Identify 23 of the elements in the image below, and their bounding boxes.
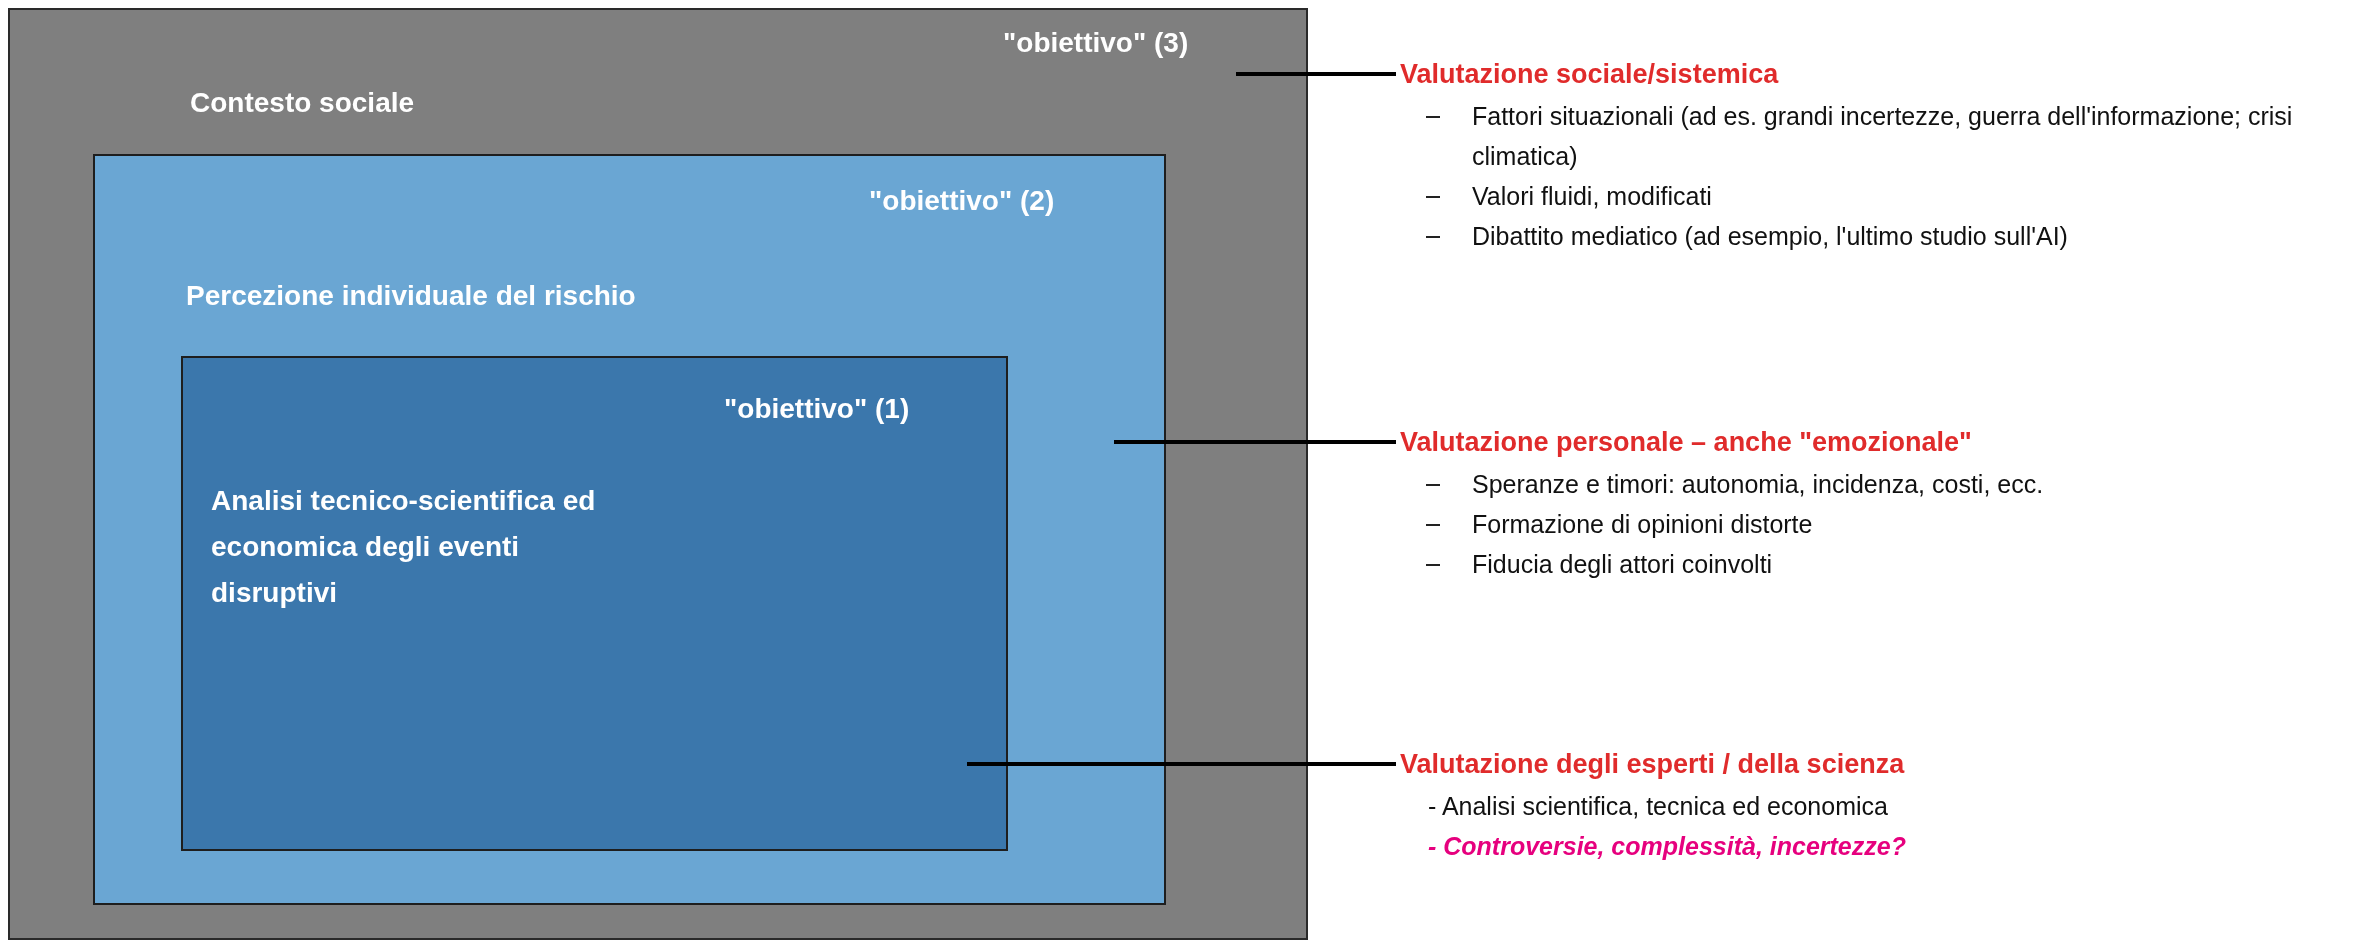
section-heading: Valutazione degli esperti / della scienza [1400, 748, 1906, 781]
list-item: Speranze e timori: autonomia, incidenza, costi, ecc. [1472, 469, 2045, 500]
list-item: - Controversie, complessità, incertezze? [1428, 831, 1907, 862]
list-item: - Analisi scientifica, tecnica ed economica [1428, 791, 1889, 822]
list-item: Fiducia degli attori coinvolti [1472, 549, 1774, 580]
box-title: Analisi tecnico-scientifica ed economica degli eventi disruptivi [211, 484, 597, 610]
box-title: Percezione individuale del rischio [186, 279, 636, 313]
list-item: Valori fluidi, modificati [1472, 181, 1713, 212]
connector-line [1236, 72, 1396, 76]
section-heading: Valutazione personale – anche "emozionale" [1400, 426, 1973, 459]
section-heading: Valutazione sociale/sistemica [1400, 58, 1780, 91]
connector-line [1114, 440, 1396, 444]
level-tag: "obiettivo" (1) [724, 386, 910, 432]
inner-analysis-box [181, 356, 1008, 851]
outer-context-box [8, 8, 1308, 940]
box-title: Contesto sociale [190, 86, 415, 120]
connector-line [967, 762, 1396, 766]
level-tag: "obiettivo" (3) [1003, 20, 1189, 66]
level-tag: "obiettivo" (2) [869, 178, 1055, 224]
middle-perception-box [93, 154, 1166, 905]
list-item: Formazione di opinioni distorte [1472, 509, 1814, 540]
list-item: Dibattito mediatico (ad esempio, l'ultimo studio sull'AI) [1472, 221, 2069, 252]
list-item: Fattori situazionali (ad es. grandi incertezze, guerra dell'informazione; crisi climatica) [1472, 101, 2294, 172]
